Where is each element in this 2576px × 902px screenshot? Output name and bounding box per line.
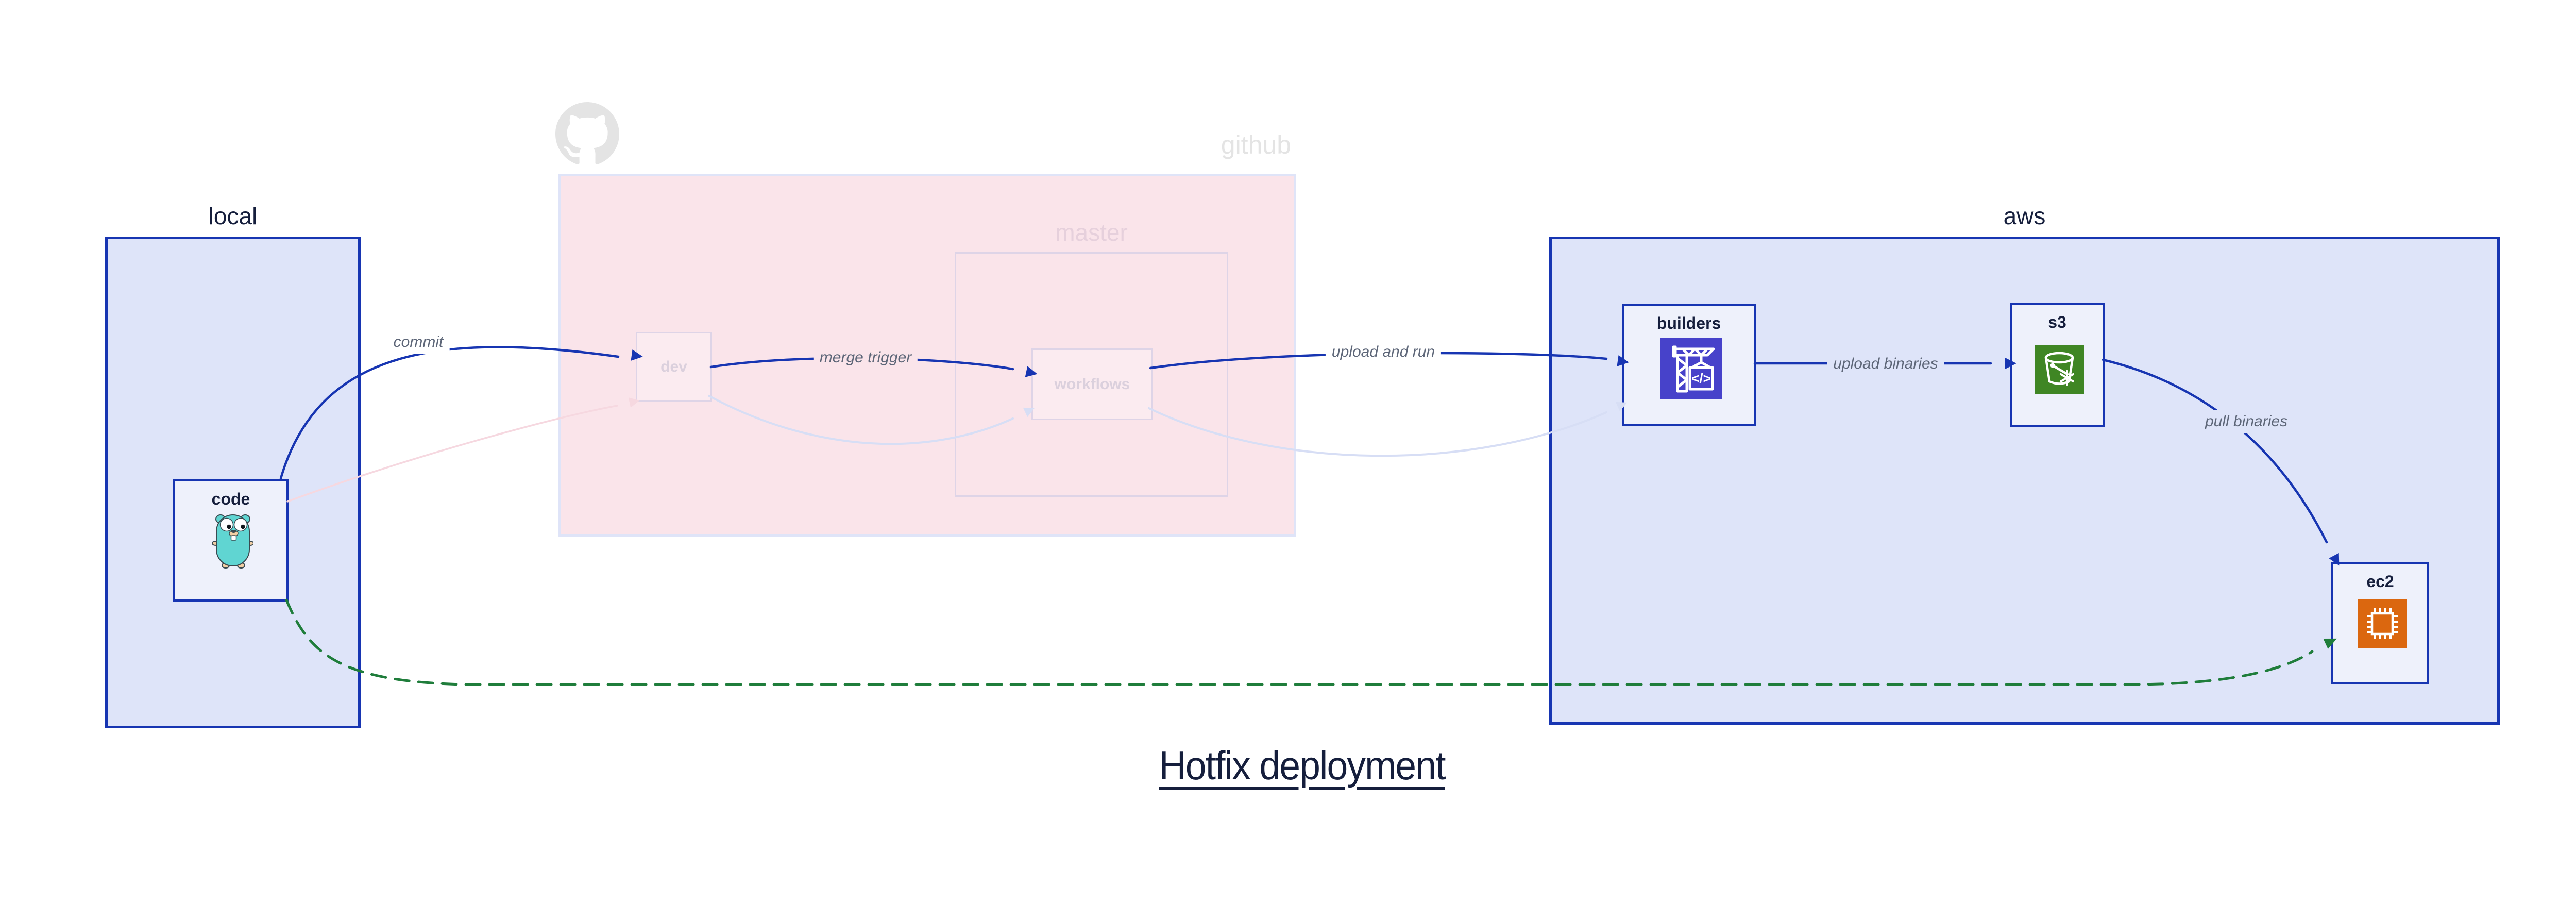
diagram-title-text: Hotfix deployment — [1159, 743, 1446, 788]
s3-node-label: s3 — [2048, 313, 2066, 331]
ec2-node[interactable]: ec2 — [2331, 562, 2429, 684]
github-group[interactable]: dev master workflows — [558, 174, 1296, 537]
edge-label-merge-trigger: merge trigger — [813, 346, 918, 369]
edge-dev-to-workflows-faded — [708, 395, 1014, 445]
edge-hotfix-direct-path — [285, 598, 2314, 686]
ec2-chip-icon — [2358, 599, 2407, 648]
codebuild-code-glyph: </> — [1691, 371, 1711, 386]
edge-code-to-dev-faded — [286, 405, 618, 503]
local-group[interactable]: code — [105, 237, 361, 728]
octocat-icon — [555, 102, 619, 164]
master-group[interactable]: workflows — [955, 252, 1228, 497]
workflows-node[interactable]: workflows — [1031, 348, 1153, 420]
edge-dev-to-workflows-faded-arrowhead — [1023, 407, 1035, 417]
local-group-label: local — [208, 203, 258, 229]
edge-merge-trigger-arrowhead — [1025, 366, 1038, 377]
ec2-node-label: ec2 — [2366, 572, 2394, 591]
edge-upload-and-run-arrowhead — [1617, 355, 1629, 366]
code-node[interactable]: code — [173, 479, 289, 602]
builders-node-label: builders — [1656, 314, 1721, 332]
s3-node[interactable]: s3 — [2010, 303, 2105, 427]
github-group-label: github — [1221, 130, 1291, 159]
edge-upload-binaries-arrowhead — [2005, 358, 2016, 369]
edge-label-upload-binaries: upload binaries — [1827, 353, 1944, 375]
diagram-title: Hotfix deployment — [0, 742, 2576, 789]
code-node-label: code — [211, 490, 250, 508]
s3-bucket-snowflake-icon — [2035, 345, 2084, 394]
workflows-label: workflows — [1054, 375, 1130, 393]
dev-branch-node[interactable]: dev — [636, 332, 712, 402]
edge-label-commit: commit — [387, 331, 450, 354]
edge-pull-binaries-arrowhead — [2329, 553, 2340, 566]
edge-commit-path — [279, 346, 620, 480]
edge-workflows-to-builders-faded-arrowhead — [1615, 402, 1628, 412]
edge-hotfix-direct-arrowhead — [2323, 638, 2337, 649]
edge-label-pull-binaries: pull binaries — [2198, 410, 2294, 433]
edge-code-to-dev-faded-arrowhead — [628, 397, 640, 408]
codebuild-crane-icon: </> — [1660, 338, 1722, 399]
builders-node[interactable]: builders </> — [1622, 304, 1756, 426]
master-group-label: master — [1055, 219, 1128, 246]
dev-branch-label: dev — [660, 358, 687, 375]
edge-label-upload-and-run: upload and run — [1325, 341, 1442, 363]
aws-group[interactable]: builders </> s3 — [1549, 237, 2500, 725]
edge-commit-arrowhead — [631, 349, 643, 361]
edge-workflows-to-builders-faded — [1148, 407, 1607, 457]
go-gopher-icon — [212, 514, 253, 569]
edge-pull-binaries-path — [2102, 358, 2328, 544]
aws-group-label: aws — [2003, 203, 2046, 229]
